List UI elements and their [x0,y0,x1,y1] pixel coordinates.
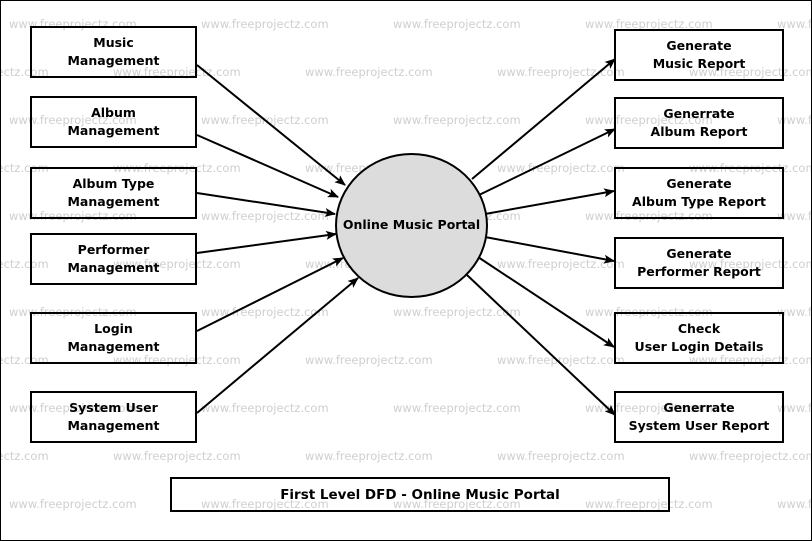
process-label-line-2: Album Type Report [632,194,766,209]
process-label-line-2: Performer Report [637,264,761,279]
process-label-line-1: Generate [666,245,732,261]
central-process-label-line-3: Portal [437,217,481,233]
process-label-line-2: Music Report [652,56,746,71]
process-generate-music-report[interactable]: Generate Music Report [614,29,784,81]
process-label-line-2: Album Report [650,124,748,139]
process-label-line-1: Generate [666,37,732,53]
diagram-title-box: First Level DFD - Online Music Portal [170,477,670,512]
process-generate-album-type-report[interactable]: Generate Album Type Report [614,167,784,219]
process-album-management[interactable]: Album Management [30,96,197,148]
process-label-line-2: Management [67,418,160,433]
process-label-line-1: Music [93,34,134,50]
process-music-management[interactable]: Music Management [30,26,197,78]
diagram-title: First Level DFD - Online Music Portal [280,486,560,503]
process-label-line-1: Album Type [72,175,155,191]
process-label-line-1: Generate [666,175,732,191]
process-label-line-2: User Login Details [634,339,764,354]
central-process-label-line-1: Online [342,217,389,233]
process-label-line-2: Management [67,339,160,354]
process-label-line-1: Performer [77,241,150,257]
process-label-line-1: Check [677,320,721,336]
process-label-line-2: Management [67,260,160,275]
process-label-line-1: Album [91,104,136,120]
process-check-user-login-details[interactable]: Check User Login Details [614,312,784,364]
process-label-line-2: System User Report [628,418,770,433]
process-label-line-1: Generrate [663,399,735,415]
process-label-line-1: Login [94,320,133,336]
process-generate-performer-report[interactable]: Generate Performer Report [614,237,784,289]
process-generate-system-user-report[interactable]: Generrate System User Report [614,391,784,443]
process-label-line-1: Generrate [663,105,735,121]
process-generate-album-report[interactable]: Generrate Album Report [614,97,784,149]
central-process-label-line-2: Music [392,217,434,233]
process-system-user-management[interactable]: System User Management [30,391,197,443]
process-login-management[interactable]: Login Management [30,312,197,364]
process-label-line-2: Management [67,123,160,138]
process-album-type-management[interactable]: Album Type Management [30,167,197,219]
process-label-line-2: Management [67,194,160,209]
process-performer-management[interactable]: Performer Management [30,233,197,285]
process-online-music-portal[interactable]: Online Music Portal [335,153,488,298]
process-label-line-2: Management [67,53,160,68]
process-label-line-1: System User [69,399,158,415]
